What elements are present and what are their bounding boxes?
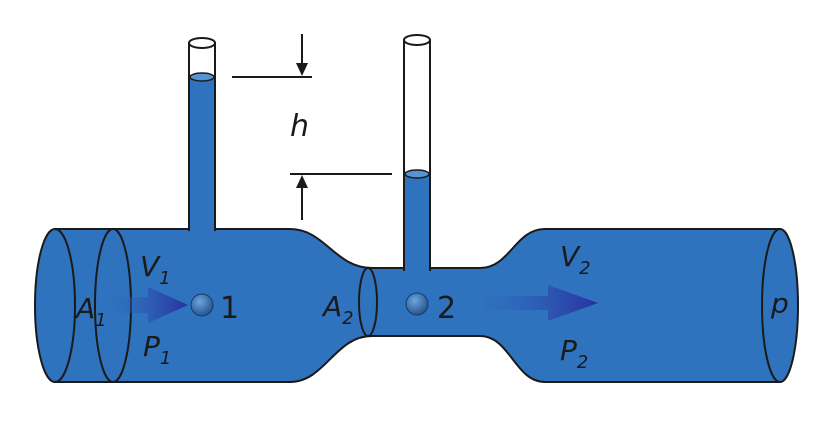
label-v2: V2 [560,240,591,279]
label-p1: P1 [143,330,171,369]
label-p: p [770,287,789,320]
left-tube-fluid-fill [190,80,214,232]
h-upper-arrow-head [296,63,308,76]
flow-arrow-right [470,285,598,321]
h-lower-arrow-head [296,175,308,188]
right-tube-top [403,34,431,46]
inlet-end-ellipse [34,228,76,383]
point-1-marker [190,293,214,317]
flow-arrow-left [105,287,188,323]
label-point-1: 1 [220,291,239,326]
right-tube-fluid-fill [405,176,429,272]
label-point-2: 2 [437,291,456,326]
label-a2: A2 [321,290,354,329]
right-tube-meniscus [404,169,430,179]
label-a1: A1 [74,292,107,331]
point-2-marker [405,292,429,316]
right-tube-empty [403,39,431,175]
left-tube-top [188,37,216,49]
label-h: h [290,109,309,144]
label-v1: V1 [140,250,171,289]
label-p2: P2 [560,334,588,373]
outlet-end-ellipse [761,228,799,383]
left-tube-meniscus [189,72,215,82]
cross-section-a2 [358,267,378,337]
